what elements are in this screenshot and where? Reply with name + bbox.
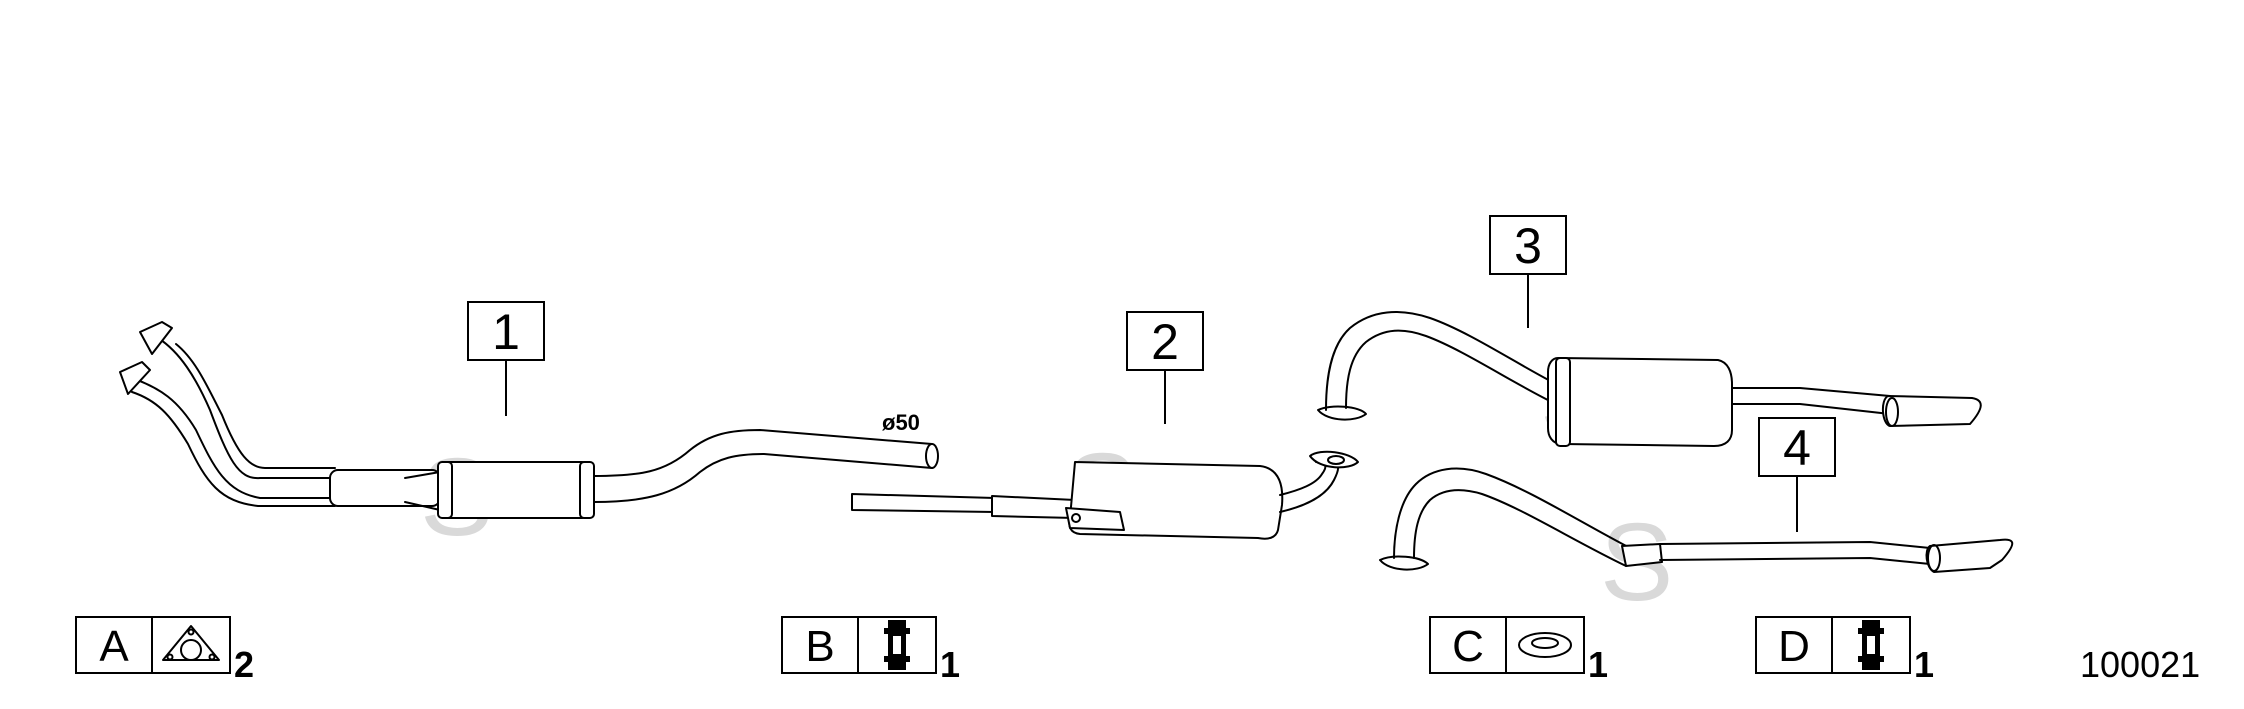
part-3-rear-muffler [1317, 311, 1982, 447]
callout-3: 3 [1489, 215, 1567, 328]
legend-quantity: 2 [234, 644, 254, 685]
legend-quantity: 1 [940, 644, 960, 685]
clamp-icon [1858, 620, 1884, 670]
ring-gasket-icon [1518, 632, 1572, 658]
flange-gasket-icon [162, 625, 220, 661]
legend-quantity: 1 [1588, 644, 1608, 685]
part-4-tail-pipe [1379, 467, 2014, 573]
legend-letter: B [805, 622, 834, 671]
callout-4: 4 [1758, 417, 1836, 532]
legend-item-b: B 1 [781, 616, 960, 685]
legend-letter: A [99, 622, 129, 671]
legend-letter: D [1778, 622, 1810, 671]
clamp-icon [884, 620, 910, 670]
callout-2: 2 [1126, 311, 1204, 424]
part-1-front-pipe [119, 321, 939, 519]
part-2-intermediate-muffler [851, 450, 1359, 540]
callout-1: 1 [467, 301, 545, 416]
legend-item-a: A 2 [75, 616, 254, 685]
legend-quantity: 1 [1914, 644, 1934, 685]
pipe-diameter-label: ø50 [882, 410, 920, 435]
legend-letter: C [1452, 622, 1484, 671]
legend-item-d: D 1 [1755, 616, 1934, 685]
callout-label: 2 [1151, 314, 1179, 370]
reference-number: 100021 [2080, 644, 2200, 685]
callout-label: 3 [1514, 218, 1542, 274]
callout-label: 4 [1783, 420, 1811, 476]
callout-label: 1 [492, 304, 520, 360]
legend-item-c: C 1 [1429, 616, 1608, 685]
